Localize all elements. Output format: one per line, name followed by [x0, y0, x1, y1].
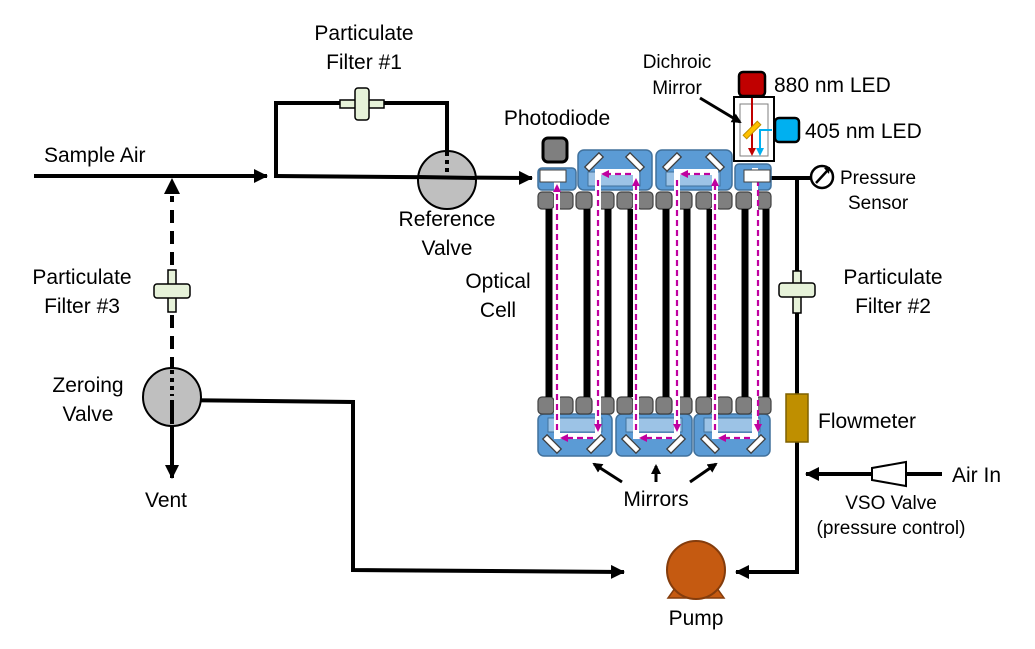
cell-inlet-line: [273, 170, 533, 185]
dichroic-mirror: [742, 120, 762, 140]
label-mirrors: Mirrors: [623, 488, 688, 511]
plumbing: [34, 101, 942, 579]
particulate-filter-3: [153, 269, 191, 313]
label-photodiode: Photodiode: [504, 107, 610, 130]
label-dichroic-line1: Dichroic: [643, 52, 712, 73]
label-filter3-line2: Filter #3: [44, 295, 120, 318]
cell-mirrors: [541, 151, 767, 455]
label-vso-line1: VSO Valve: [845, 493, 937, 514]
label-pressure-line1: Pressure: [840, 168, 916, 189]
pump-exhaust-line: [169, 397, 625, 579]
label-reference-valve-line1: Reference: [399, 208, 496, 231]
label-filter2-line1: Particulate: [843, 266, 942, 289]
cell-tubes: [545, 209, 770, 397]
label-flowmeter: Flowmeter: [818, 410, 916, 433]
cell-window-left: [539, 169, 567, 183]
mirrors-pointer-left: [592, 462, 623, 484]
cell-spacers-bottom: [537, 396, 772, 415]
label-optical-cell-line2: Cell: [480, 299, 516, 322]
pressure-sensor: [809, 164, 835, 190]
reference-valve: [417, 150, 477, 210]
pump: [666, 540, 726, 600]
led-assembly: [733, 70, 801, 162]
optical-cell: [537, 149, 772, 457]
label-dichroic-line2: Mirror: [652, 78, 702, 99]
beam-405: [756, 129, 772, 156]
photodiode: [541, 136, 569, 164]
mirrors-pointer-right: [689, 462, 718, 484]
particulate-filter-2: [778, 270, 816, 314]
dichroic-pointer: [699, 96, 742, 124]
zero-air-arrowhead: [164, 178, 180, 194]
label-vso-line2: (pressure control): [817, 518, 966, 539]
beam-path: [553, 168, 762, 442]
label-led-405: 405 nm LED: [805, 120, 922, 143]
label-reference-valve-line2: Valve: [422, 237, 473, 260]
particulate-filter-1: [339, 87, 385, 121]
zeroing-valve: [142, 367, 202, 427]
label-filter1-line2: Filter #1: [326, 51, 402, 74]
label-filter2-line2: Filter #2: [855, 295, 931, 318]
flowmeter: [785, 393, 809, 443]
label-filter3-line1: Particulate: [32, 266, 131, 289]
label-sample-air: Sample Air: [44, 144, 146, 167]
label-vent: Vent: [145, 489, 187, 512]
label-zeroing-valve-line1: Zeroing: [52, 374, 123, 397]
led-405: [773, 116, 801, 144]
label-optical-cell-line1: Optical: [465, 270, 530, 293]
label-filter1-line1: Particulate: [314, 22, 413, 45]
labels: Sample Air Particulate Filter #1 Particu…: [32, 22, 1001, 630]
vso-valve: [871, 460, 907, 488]
label-led-880: 880 nm LED: [774, 74, 891, 97]
label-pump: Pump: [669, 607, 724, 630]
label-air-in: Air In: [952, 464, 1001, 487]
cell-spacers-top: [537, 191, 772, 210]
label-pressure-line2: Sensor: [848, 193, 909, 214]
label-zeroing-valve-line2: Valve: [63, 403, 114, 426]
cell-window-right: [743, 169, 771, 183]
led-880: [737, 70, 767, 98]
